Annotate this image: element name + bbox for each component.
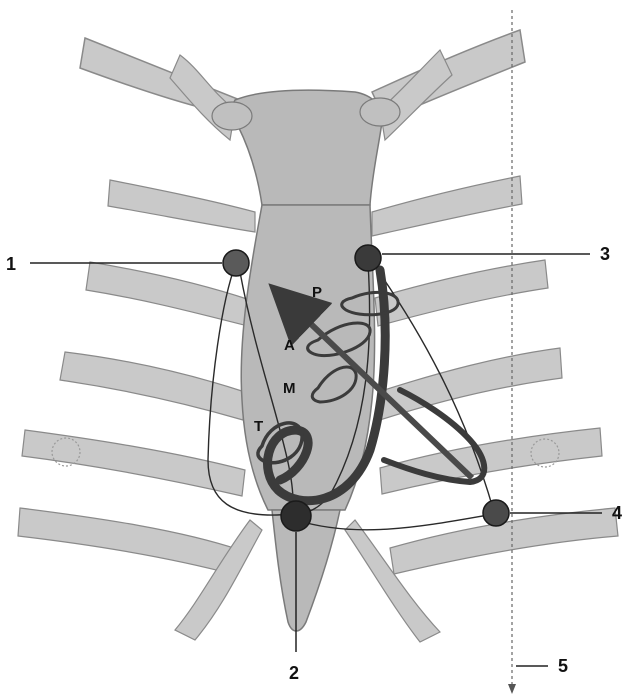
letter-t: T [254, 418, 263, 435]
letter-m: M [283, 380, 296, 397]
label-1: 1 [6, 254, 16, 274]
electrode-2 [281, 501, 311, 531]
electrode-4 [483, 500, 509, 526]
label-2: 2 [289, 663, 299, 683]
letter-p: P [312, 284, 322, 301]
sternum-body [241, 205, 374, 510]
label-3: 3 [600, 244, 610, 264]
reference-line-arrow [508, 684, 516, 694]
electrode-1 [223, 250, 249, 276]
label-4: 4 [612, 503, 622, 523]
electrode-3 [355, 245, 381, 271]
manubrium [233, 90, 382, 205]
left-ribs [18, 180, 255, 575]
letter-a: A [284, 337, 295, 354]
label-5: 5 [558, 656, 568, 676]
